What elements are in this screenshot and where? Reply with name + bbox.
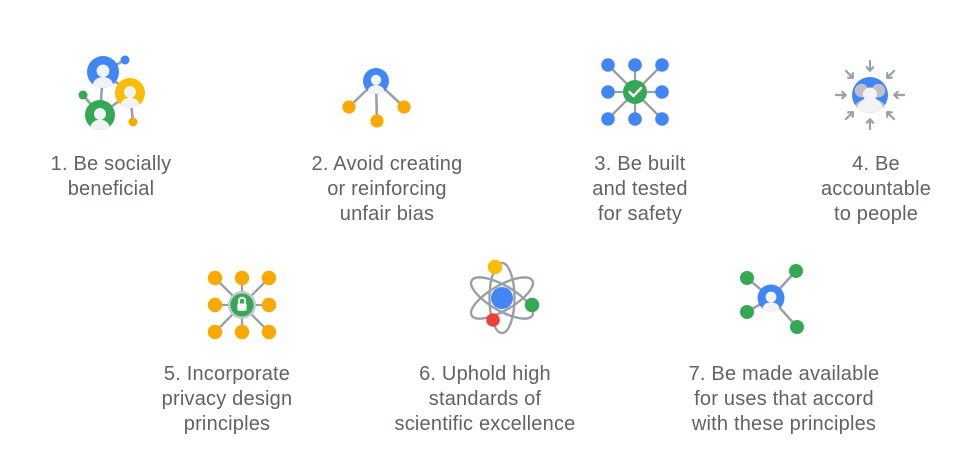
safety-check-network-icon	[601, 58, 669, 126]
caption-line: scientific excellence	[394, 413, 576, 435]
science-atom-icon	[469, 259, 540, 335]
caption-line: to people	[833, 203, 919, 225]
principle-6-caption: 6. Uphold high standards of scientific e…	[375, 362, 595, 437]
caption-line: principles	[183, 413, 271, 435]
caption-line: beneficial	[67, 178, 155, 200]
caption-line: standards of	[428, 388, 542, 410]
caption-line: privacy design	[161, 388, 293, 410]
caption-line: 1. Be socially	[50, 153, 172, 175]
caption-line: accountable	[820, 178, 932, 200]
caption-line: 5. Incorporate	[163, 363, 291, 385]
accountability-people-arrows-icon	[834, 59, 906, 131]
caption-line: for safety	[597, 203, 683, 225]
caption-line: 6. Uphold high	[419, 363, 551, 385]
caption-line: 7. Be made available	[688, 363, 880, 385]
checkmark-glyph	[628, 86, 643, 98]
principle-2-caption: 2. Avoid creating or reinforcing unfair …	[277, 152, 497, 227]
people-network-icon	[78, 55, 145, 130]
caption-line: or reinforcing	[327, 178, 447, 200]
caption-line: unfair bias	[339, 203, 435, 225]
caption-line: and tested	[592, 178, 688, 200]
principle-4-caption: 4. Be accountable to people	[766, 152, 960, 227]
person-nodes-icon	[342, 68, 411, 128]
caption-line: with these principles	[691, 413, 877, 435]
privacy-lock-network-icon	[207, 270, 277, 340]
principle-1-caption: 1. Be socially beneficial	[1, 152, 221, 202]
principle-5-caption: 5. Incorporate privacy design principles	[117, 362, 337, 437]
principle-7-caption: 7. Be made available for uses that accor…	[674, 362, 894, 437]
caption-line: 2. Avoid creating	[311, 153, 463, 175]
person-share-network-icon	[740, 264, 804, 334]
caption-line: 3. Be built	[594, 153, 686, 175]
caption-line: 4. Be	[852, 153, 900, 175]
caption-line: for uses that accord	[694, 388, 874, 410]
lock-glyph	[237, 296, 247, 311]
principle-3-caption: 3. Be built and tested for safety	[530, 152, 750, 227]
